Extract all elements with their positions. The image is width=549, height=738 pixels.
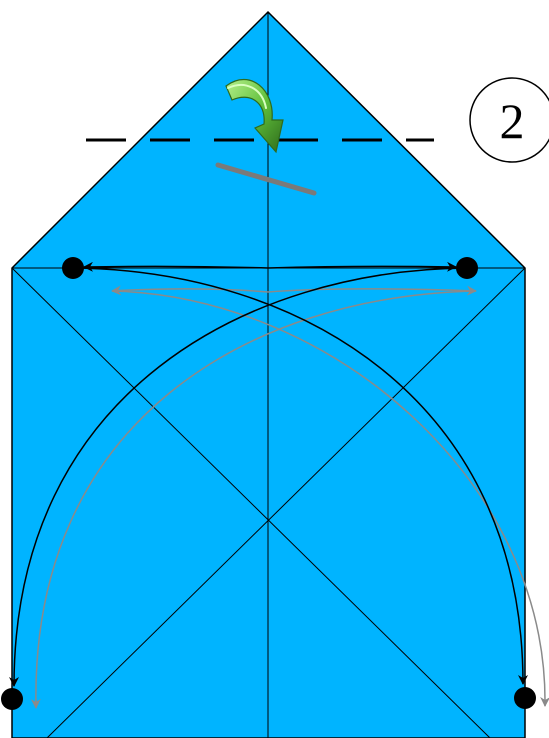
step-number: 2 (500, 93, 525, 149)
gray-arrow-right-horizontal (267, 285, 477, 296)
step-badge-circle (469, 77, 549, 163)
diagonal-crease-right (46, 267, 526, 738)
black-arrow-top-left (83, 261, 269, 272)
step-badge: 2 (469, 77, 549, 163)
black-dot-icon (62, 257, 84, 279)
reference-points (1, 257, 536, 710)
black-dot-icon (456, 257, 478, 279)
secondary-arrows (30, 285, 549, 709)
diagonal-crease-left (11, 267, 491, 738)
black-dot-icon (1, 688, 23, 710)
black-arrow-right-sweep (72, 267, 528, 685)
fold-arrow-shadow (215, 162, 317, 196)
black-arrow-top-right (267, 261, 457, 272)
gray-arrow-right-sweep (111, 290, 549, 707)
green-curved-fold-arrow-icon (225, 79, 284, 154)
primary-arrows (9, 261, 528, 687)
gray-arrow-left-sweep (30, 290, 477, 709)
gray-arrow-left-horizontal (111, 285, 269, 296)
black-arrow-left-sweep (9, 267, 468, 687)
black-dot-icon (514, 687, 536, 709)
